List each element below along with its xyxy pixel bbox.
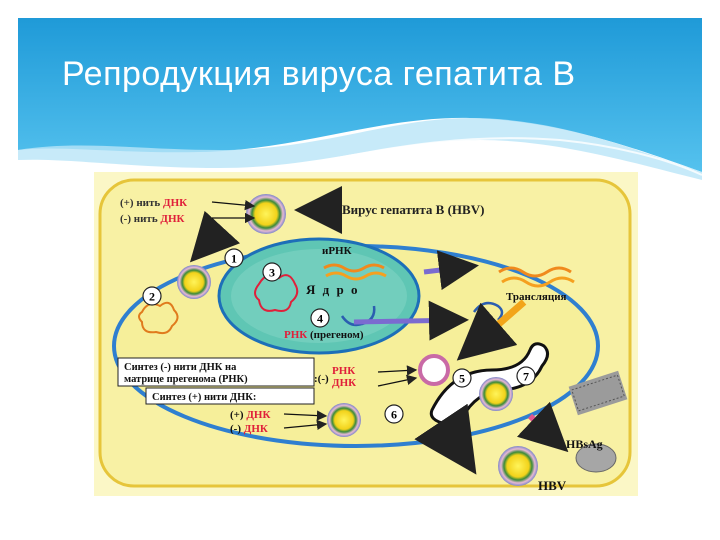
released-dna: [138, 301, 179, 335]
synthesis-plus-box: [145, 387, 315, 405]
step-3: 3: [269, 266, 275, 280]
virus-label: Вирус гепатита В (HBV): [342, 202, 484, 217]
step-2: 2: [149, 290, 155, 304]
virus-particle-uncoating: [177, 265, 211, 299]
minus-strand-label: (-) нить ДНК: [120, 213, 185, 225]
step-6: 6: [391, 408, 397, 422]
synthesis-minus-line1: Синтез (-) нити ДНК на: [124, 362, 237, 373]
hbsag-particles: [568, 370, 628, 473]
diagram-svg: 1 2 3 4 5 6 7 Вирус гепатита В (HBV) (+)…: [94, 172, 638, 496]
rna-pregenome-label: РНК (прегеном): [284, 329, 364, 341]
nucleus-label: Я д р о: [306, 282, 359, 297]
slide-title: Репродукция вируса гепатита В: [62, 55, 576, 93]
rna-near-capsid: РНК: [332, 365, 355, 377]
step-7: 7: [523, 370, 529, 384]
slide-header: [0, 0, 720, 200]
step-markers: 1 2 3 4 5 6 7: [142, 248, 536, 424]
capsid-rna: [418, 354, 450, 386]
minus-dna-label: (-) ДНК: [230, 423, 268, 435]
synthesis-minus-sign: :(-): [314, 373, 329, 385]
virus-particle-released: [498, 446, 538, 486]
mrna-label: иРНК: [322, 245, 352, 257]
dna-near-capsid: ДНК: [332, 377, 356, 389]
synthesis-minus-box: [117, 357, 315, 387]
hbv-label: HBV: [538, 478, 567, 493]
virus-particle-step5: [479, 377, 513, 411]
header-wave-background: [18, 18, 703, 180]
step-5: 5: [459, 372, 465, 386]
plus-dna-label: (+) ДНК: [230, 409, 270, 421]
step-4: 4: [317, 312, 323, 326]
synthesis-minus-line2: матрице прегенома (РНК): [124, 374, 248, 385]
virus-particle-incoming: [246, 194, 286, 234]
translation-label: Трансляция: [506, 291, 567, 303]
hbsag-label: HBsAg: [566, 437, 603, 451]
plus-strand-label: (+) нить ДНК: [120, 197, 187, 209]
virus-particle-step6: [327, 403, 361, 437]
synthesis-plus-label: Синтез (+) нити ДНК:: [152, 392, 256, 403]
hbv-replication-diagram: 1 2 3 4 5 6 7 Вирус гепатита В (HBV) (+)…: [94, 172, 638, 496]
step-1: 1: [231, 252, 237, 266]
process-arrows: [189, 186, 569, 475]
